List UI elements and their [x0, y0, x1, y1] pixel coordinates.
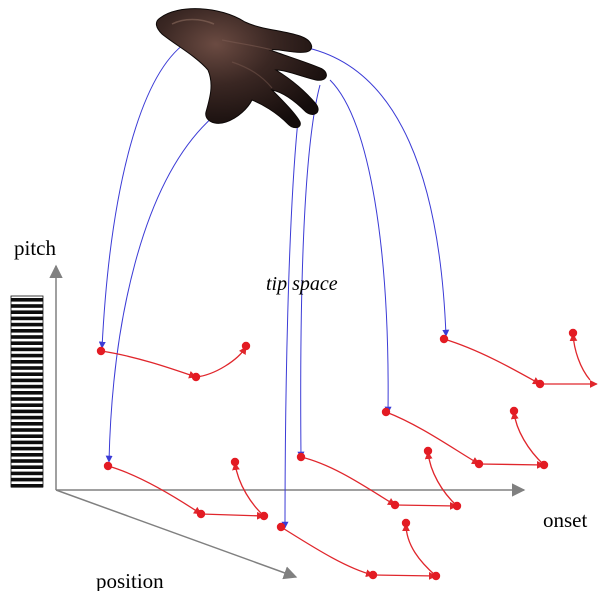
piano-key: [11, 379, 43, 383]
piano-key: [11, 372, 43, 376]
piano-key: [11, 434, 43, 438]
note-point: [475, 460, 483, 468]
piano-key: [11, 298, 43, 302]
onset-axis-label: onset: [543, 510, 587, 531]
trajectory-segment: [301, 457, 395, 505]
note-point: [510, 407, 518, 415]
link-arrow: [330, 80, 388, 413]
trajectory-segment: [201, 514, 264, 516]
note-point: [260, 512, 268, 520]
note-points: [97, 329, 577, 580]
trajectory-segment: [395, 505, 457, 506]
piano-key: [11, 447, 43, 451]
piano-key: [11, 428, 43, 432]
axes: [56, 266, 524, 577]
note-point: [402, 519, 410, 527]
note-point: [382, 408, 390, 416]
trajectory-segment: [514, 412, 544, 465]
link-arrow: [102, 40, 190, 348]
note-point: [424, 447, 432, 455]
piano-key: [11, 403, 43, 407]
note-point: [277, 523, 285, 531]
piano-key: [11, 323, 43, 327]
position-axis: [56, 490, 296, 577]
piano-key: [11, 391, 43, 395]
note-point: [369, 571, 377, 579]
piano-key: [11, 348, 43, 352]
note-point: [97, 347, 105, 355]
link-arrow: [285, 120, 298, 528]
note-point: [391, 501, 399, 509]
position-axis-label: position: [96, 571, 164, 591]
piano-key: [11, 472, 43, 476]
note-point: [192, 373, 200, 381]
piano-key: [11, 354, 43, 358]
trajectory-segment: [406, 524, 436, 576]
trajectory-segment: [444, 339, 540, 384]
note-point: [540, 461, 548, 469]
piano-key: [11, 453, 43, 457]
pitch-axis-label: pitch: [14, 238, 56, 259]
trajectory-segment: [196, 347, 246, 377]
piano-key: [11, 335, 43, 339]
piano-key: [11, 304, 43, 308]
piano-key: [11, 484, 43, 488]
note-point: [242, 342, 250, 350]
note-point: [231, 458, 239, 466]
tip-space-label: tip space: [266, 274, 338, 294]
trajectory-segment: [281, 527, 373, 575]
link-arrow: [301, 85, 320, 458]
trajectory-segment: [373, 575, 436, 576]
piano-key: [11, 310, 43, 314]
piano-key: [11, 366, 43, 370]
piano-key: [11, 478, 43, 482]
note-point: [440, 335, 448, 343]
trajectory-segment: [386, 412, 479, 464]
trajectory-segment: [573, 334, 590, 380]
piano-key: [11, 422, 43, 426]
piano-key: [11, 360, 43, 364]
trajectory-segment: [479, 464, 544, 465]
piano-key: [11, 317, 43, 321]
piano-key: [11, 441, 43, 445]
hand-icon: [156, 9, 326, 128]
note-point: [536, 380, 544, 388]
piano-keyboard-icon: [11, 296, 43, 488]
piano-key: [11, 341, 43, 345]
note-point: [104, 462, 112, 470]
note-trajectories: [101, 334, 597, 576]
note-point: [569, 329, 577, 337]
trajectory-segment: [428, 452, 457, 506]
piano-key: [11, 410, 43, 414]
piano-key: [11, 385, 43, 389]
piano-key: [11, 465, 43, 469]
note-point: [197, 510, 205, 518]
piano-key: [11, 416, 43, 420]
note-point: [453, 502, 461, 510]
note-point: [297, 453, 305, 461]
piano-key: [11, 329, 43, 333]
piano-key: [11, 459, 43, 463]
note-point: [432, 572, 440, 580]
piano-key: [11, 397, 43, 401]
